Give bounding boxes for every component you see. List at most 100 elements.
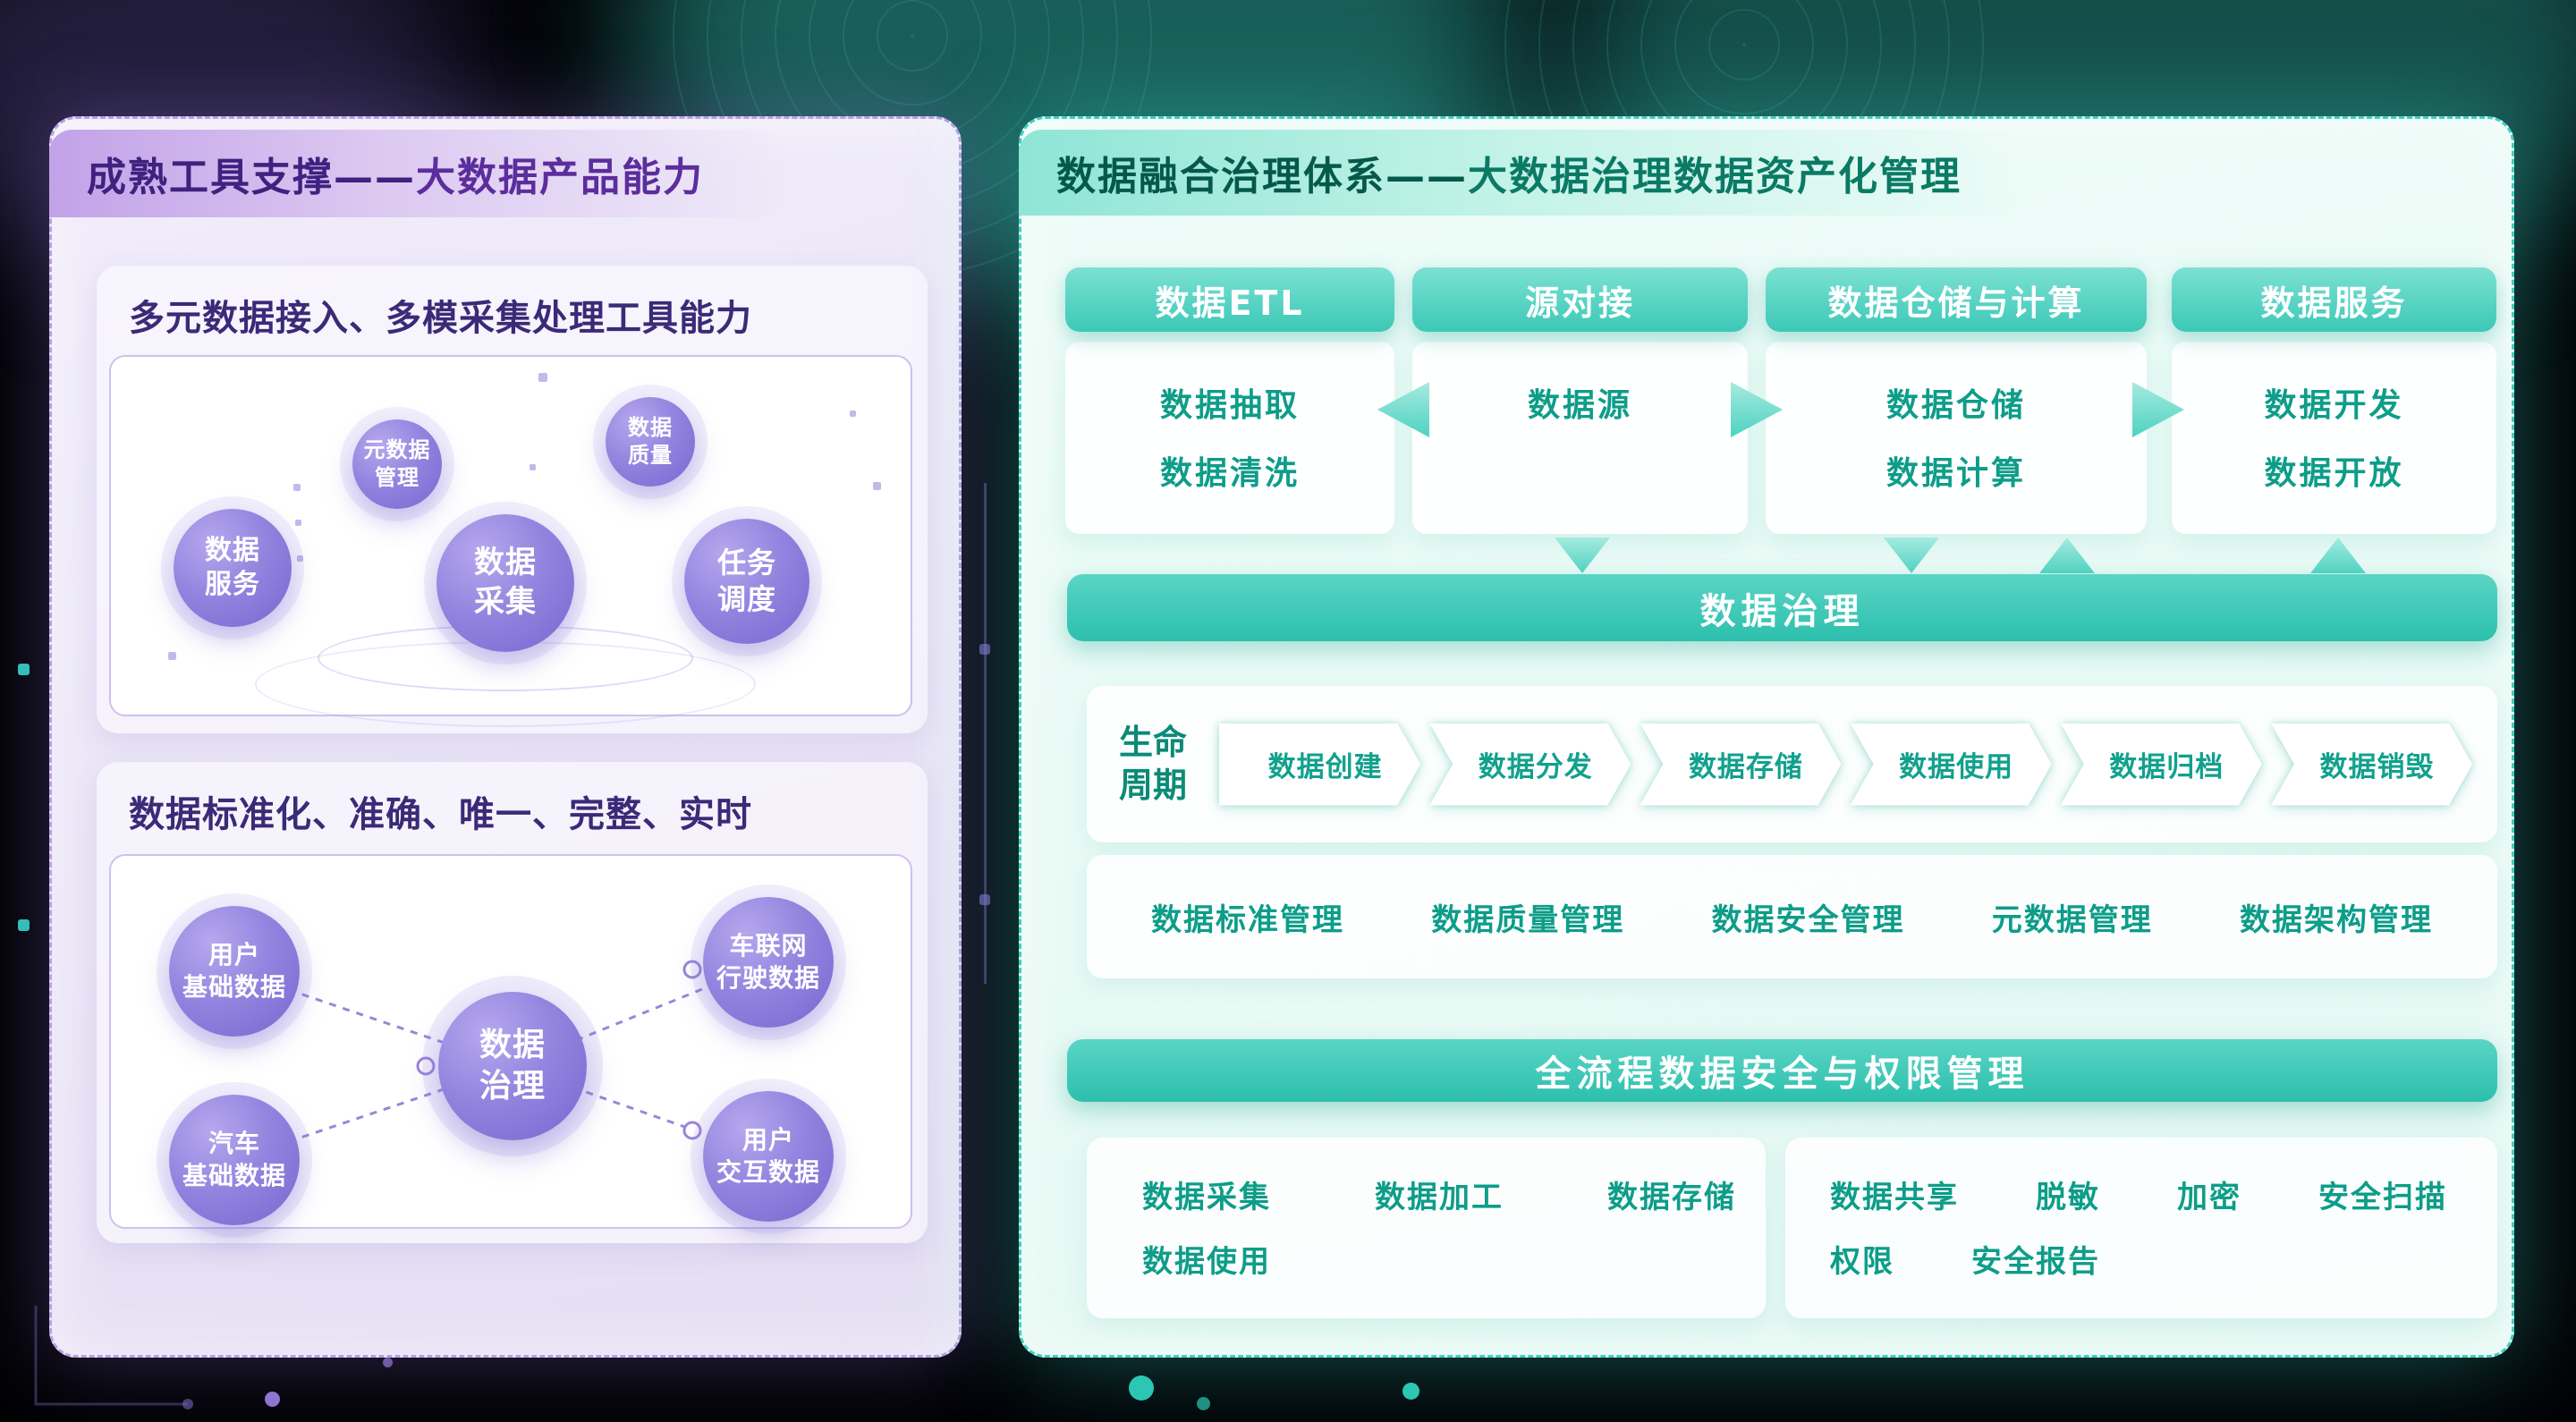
decor-dot [383,1358,393,1367]
management-item: 数据标准管理 [1151,901,1344,938]
bubble-car-base-data: 汽车 基础数据 [169,1095,300,1225]
ripple-decor [255,641,756,727]
right-title-prefix: 数据融合治理体系—— [1056,154,1468,199]
bubble-metadata-management: 元数据 管理 [352,419,442,509]
lifecycle-stage: 数据创建 [1219,724,1420,806]
arrow-down-icon [1555,537,1610,573]
security-controls-card: 数据共享 脱敏 加密 安全扫描 权限 安全报告 [1785,1138,2497,1318]
lifecycle-stage-label: 数据归档 [2061,724,2262,806]
lifecycle-stage: 数据销毁 [2271,724,2472,806]
lifecycle-stage-label: 数据存储 [1640,724,1841,806]
warehouse-item: 数据仓储 [1885,387,2026,424]
security-process-row: 数据采集 数据加工 数据存储 [1142,1173,1766,1215]
bubble-data-service: 数据 服务 [174,509,292,627]
security-controls-row: 数据共享 脱敏 加密 安全扫描 [1830,1173,2497,1215]
column-card-warehouse-compute: 数据仓储 数据计算 [1766,342,2147,534]
security-controls-row: 权限 安全报告 [1830,1238,2497,1280]
column-header-data-service: 数据服务 [2172,267,2496,332]
lifecycle-stage-label: 数据销毁 [2271,724,2472,806]
column-header-data-etl: 数据ETL [1065,267,1394,332]
data-standardization-section: 数据标准化、准确、唯一、完整、实时 用户 基础数据 车联网 行驶数据 汽车 基础… [97,762,928,1243]
lifecycle-stage-label: 数据创建 [1219,724,1420,806]
lifecycle-stage-label: 数据使用 [1851,724,2052,806]
security-process-item: 数据采集 [1142,1179,1271,1215]
management-card: 数据标准管理 数据质量管理 数据安全管理 元数据管理 数据架构管理 [1087,855,2497,978]
management-item: 数据架构管理 [2240,901,2433,938]
lifecycle-stage: 数据归档 [2061,724,2262,806]
left-title-suffix: 大数据产品能力 [416,155,704,200]
warehouse-item: 数据计算 [1885,455,2026,492]
lifecycle-stage: 数据使用 [1851,724,2052,806]
tools-capability-section: 多元数据接入、多模采集处理工具能力 元数据 管理 数据 质量 数据 服务 数据 … [97,266,928,733]
bubble-user-interaction-data: 用户 交互数据 [703,1091,834,1222]
column-header-source-connect: 源对接 [1412,267,1748,332]
bubble-data-quality: 数据 质量 [606,397,695,487]
management-item: 数据质量管理 [1431,901,1625,938]
decor-dot [168,652,176,660]
source-item: 数据源 [1527,387,1632,424]
column-card-data-etl: 数据抽取 数据清洗 [1065,342,1394,534]
lifecycle-label: 生命 周期 [1119,723,1188,805]
lifecycle-card: 生命 周期 数据创建 数据分发 数据存储 数据使用 数据归档 数据销毁 [1087,686,2497,842]
decor-dot [1402,1383,1419,1400]
lifecycle-stage: 数据分发 [1429,724,1631,806]
section1-title: 多元数据接入、多模采集处理工具能力 [129,298,752,339]
decor-dot [1197,1397,1210,1410]
decor-dot [538,373,547,382]
decor-dot [295,520,301,526]
circuit-lines-decor [984,483,987,984]
bubble-data-governance-center: 数据 治理 [438,992,587,1140]
column-card-data-service: 数据开发 数据开放 [2172,342,2496,534]
security-control-item: 安全报告 [1971,1243,2100,1280]
left-title-prefix: 成熟工具支撑—— [87,155,416,200]
decor-dot [293,484,301,491]
decor-square [979,894,990,905]
security-control-item: 数据共享 [1830,1179,1959,1215]
column-card-source-connect: 数据源 [1412,342,1748,534]
management-item: 数据安全管理 [1711,901,1905,938]
right-title-suffix: 大数据治理数据资产化管理 [1468,154,1962,199]
lifecycle-stage-label: 数据分发 [1429,724,1631,806]
arrow-up-icon [2310,537,2366,573]
left-panel-title: 成熟工具支撑——大数据产品能力 [87,145,704,202]
bubble-task-scheduling: 任务 调度 [684,519,809,644]
service-item: 数据开发 [2264,387,2404,424]
security-control-item: 安全扫描 [2318,1179,2447,1215]
decor-dot [265,1392,280,1407]
section1-bubble-area: 元数据 管理 数据 质量 数据 服务 数据 采集 任务 调度 [109,355,912,727]
service-item: 数据开放 [2264,455,2404,492]
security-control-item: 加密 [2177,1179,2241,1215]
management-item: 元数据管理 [1991,901,2153,938]
bubble-vehicle-network-data: 车联网 行驶数据 [703,897,834,1028]
left-panel-header-band: 成熟工具支撑——大数据产品能力 [49,130,792,217]
security-process-item: 数据加工 [1375,1179,1504,1215]
decor-dot [1129,1375,1154,1401]
security-permission-bar: 全流程数据安全与权限管理 [1067,1039,2497,1102]
decor-dot [850,411,856,417]
lifecycle-stages-row: 数据创建 数据分发 数据存储 数据使用 数据归档 数据销毁 [1219,724,2472,806]
lifecycle-stage: 数据存储 [1640,724,1841,806]
security-process-card: 数据采集 数据加工 数据存储 数据使用 [1087,1138,1766,1318]
section2-bubble-area: 用户 基础数据 车联网 行驶数据 汽车 基础数据 用户 交互数据 数据 治理 [109,854,912,1229]
decor-dot [297,555,303,562]
section2-title: 数据标准化、准确、唯一、完整、实时 [129,794,752,835]
decor-square [18,664,30,675]
right-panel-header-band: 数据融合治理体系——大数据治理数据资产化管理 [1019,130,2028,216]
bubble-data-collection: 数据 采集 [436,514,574,652]
decor-square [979,644,990,655]
etl-item: 数据清洗 [1159,455,1300,492]
decor-dot [530,464,536,470]
security-process-item: 数据使用 [1142,1243,1271,1280]
security-control-item: 脱敏 [2036,1179,2100,1215]
left-panel: 成熟工具支撑——大数据产品能力 多元数据接入、多模采集处理工具能力 元数据 管理… [49,116,962,1358]
arrow-down-icon [1884,537,1939,573]
column-header-warehouse-compute: 数据仓储与计算 [1766,267,2147,332]
arrow-up-icon [2039,537,2095,573]
decor-dot [873,482,881,490]
security-process-row: 数据使用 [1142,1238,1766,1280]
bubble-user-base-data: 用户 基础数据 [169,906,300,1037]
security-process-item: 数据存储 [1607,1179,1736,1215]
etl-item: 数据抽取 [1159,387,1300,424]
data-governance-bar: 数据治理 [1067,574,2497,641]
